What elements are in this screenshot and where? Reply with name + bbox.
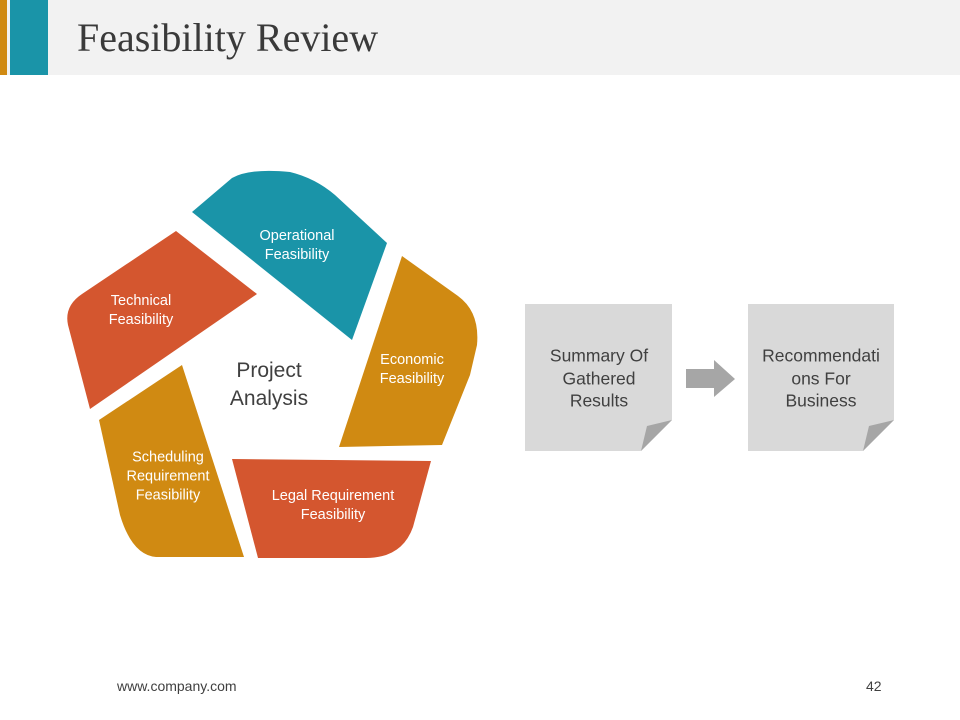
segment-operational-label: Operational Feasibility [259, 228, 335, 263]
segment-economic-label: Economic Feasibility [379, 352, 445, 387]
segment-technical [67, 231, 257, 409]
segment-legal-label: Legal Requirement Feasibility [271, 488, 395, 523]
segment-technical-label: Technical Feasibility [108, 293, 174, 328]
note-summary-shape [525, 304, 672, 451]
note-recommendations-shape [748, 304, 894, 451]
center-label: Project Analysis [229, 359, 309, 410]
title-accent-teal [10, 0, 48, 75]
page-number: 42 [866, 678, 882, 694]
note-summary-fold [641, 420, 672, 451]
segment-operational [192, 170, 387, 340]
note-recommendations-fold [863, 420, 894, 451]
segment-scheduling [99, 365, 244, 557]
title-bar [0, 0, 960, 75]
slide-title: Feasibility Review [77, 15, 379, 60]
note-summary-text: Summary Of Gathered Results [549, 345, 649, 411]
segment-scheduling-label: Scheduling Requirement Feasibility [126, 449, 210, 504]
arrow-icon [686, 360, 735, 397]
title-accent-orange [0, 0, 7, 75]
footer-url: www.company.com [117, 678, 237, 694]
note-recommendations-text: Recommendati ons For Business [762, 345, 880, 411]
segment-economic [339, 256, 478, 447]
segment-legal [232, 459, 431, 558]
